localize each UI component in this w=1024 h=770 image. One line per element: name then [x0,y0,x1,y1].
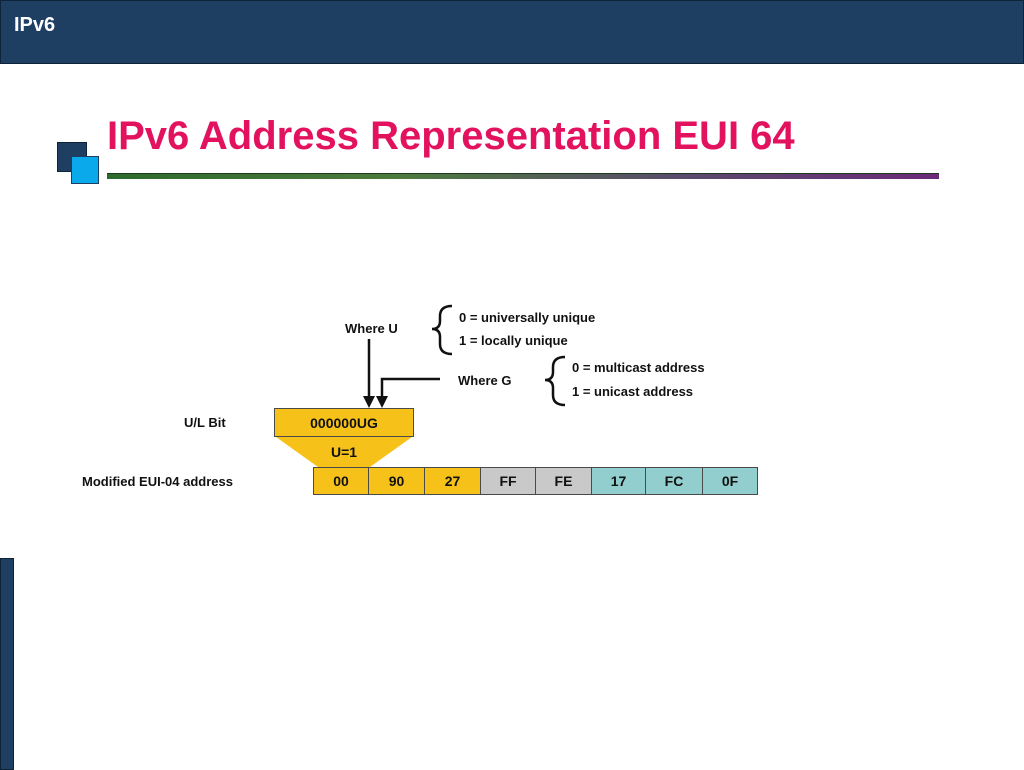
ul-bit-box: 000000UG [274,408,414,437]
where-g-label: Where G [458,373,512,388]
u-option-local: 1 = locally unique [459,333,568,348]
where-u-arrowhead [363,396,375,408]
address-byte-2: 90 [368,467,425,495]
u-option-universal: 0 = universally unique [459,310,596,325]
u-equals-one-label: U=1 [330,444,358,460]
top-header-bar: IPv6 [0,0,1024,64]
header-label: IPv6 [14,14,56,36]
title-underline [107,173,939,179]
address-byte-4: FF [480,467,536,495]
address-byte-1: 00 [313,467,369,495]
g-options-brace [544,355,566,407]
where-g-arrow-line [380,377,440,398]
where-g-arrowhead [376,396,388,408]
title-bullet-light-square [71,156,99,184]
address-byte-3: 27 [424,467,481,495]
left-side-bar [0,558,14,770]
where-u-label: Where U [345,321,398,336]
g-option-unicast: 1 = unicast address [572,384,694,399]
address-label: Modified EUI-04 address [82,474,233,489]
slide-title: IPv6 Address Representation EUI 64 [107,114,795,158]
address-byte-5: FE [535,467,592,495]
ul-funnel [276,437,412,467]
address-byte-6: 17 [591,467,646,495]
u-options-brace [431,304,453,356]
g-option-multicast: 0 = multicast address [572,360,705,375]
address-byte-7: FC [645,467,703,495]
address-byte-8: 0F [702,467,758,495]
ul-bit-label: U/L Bit [184,415,226,430]
